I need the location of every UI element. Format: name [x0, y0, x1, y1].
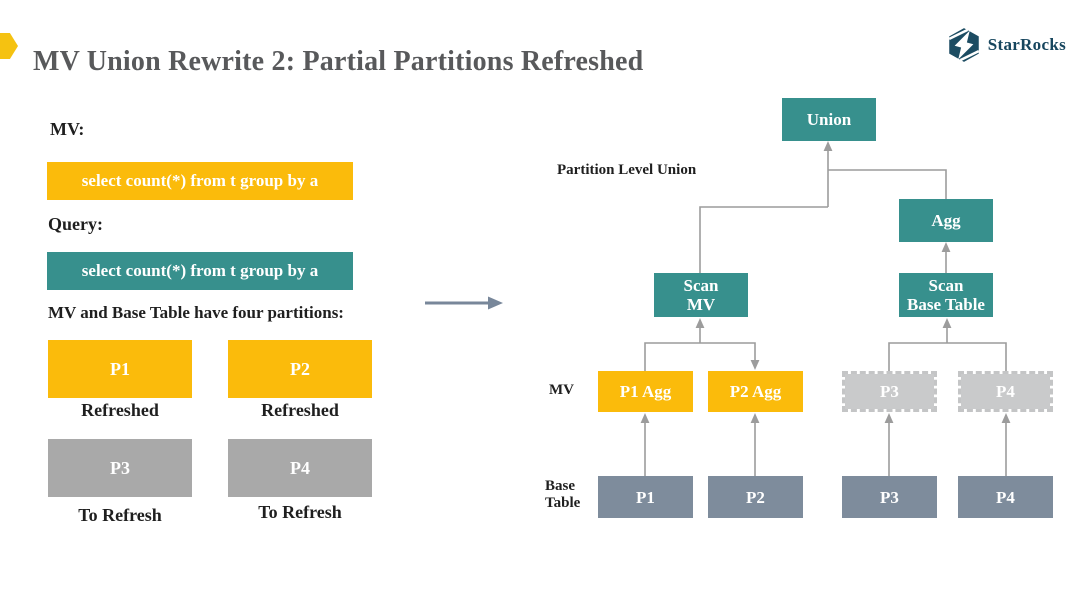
node-scan-mv-line2: MV — [686, 295, 716, 314]
node-union: Union — [782, 98, 876, 141]
partition-status-p3: To Refresh — [78, 505, 162, 525]
partition-status-p4: To Refresh — [258, 502, 342, 522]
brand-name: StarRocks — [987, 35, 1066, 54]
base-table-row-label-line1: Base — [545, 478, 575, 494]
brand-logo: StarRocks — [946, 27, 1066, 63]
mv-sql-box: select count(*) from t group by a — [47, 162, 353, 200]
node-p2-base: P2 — [708, 476, 803, 518]
query-label: Query: — [48, 214, 103, 234]
node-p3-mv: P3 — [842, 371, 937, 412]
node-scan-base-table: Scan Base Table — [899, 273, 993, 317]
mv-label: MV: — [50, 119, 85, 139]
node-p2-agg: P2 Agg — [708, 371, 803, 412]
node-p1-agg: P1 Agg — [598, 371, 693, 412]
node-p1-base: P1 — [598, 476, 693, 518]
node-scan-mv-line1: Scan — [683, 276, 719, 295]
partition-status-p1: Refreshed — [81, 400, 159, 420]
page-title: MV Union Rewrite 2: Partial Partitions R… — [33, 45, 644, 77]
partition-status-p2: Refreshed — [261, 400, 339, 420]
title-bullet-icon — [0, 33, 18, 59]
rewrite-arrow-icon — [425, 296, 503, 310]
node-scan-mv: Scan MV — [654, 273, 748, 317]
partition-tile-p1: P1 — [48, 340, 192, 398]
node-scan-base-table-line1: Scan — [928, 276, 964, 295]
node-p3-base: P3 — [842, 476, 937, 518]
starrocks-logo-icon — [948, 28, 980, 62]
node-agg: Agg — [899, 199, 993, 242]
node-p4-mv: P4 — [958, 371, 1053, 412]
mv-row-label: MV — [549, 382, 574, 398]
base-table-row-label: Base Table — [545, 478, 580, 512]
node-scan-base-table-line2: Base Table — [907, 295, 985, 314]
partition-tile-p2: P2 — [228, 340, 372, 398]
base-table-row-label-line2: Table — [545, 495, 581, 511]
node-p4-base: P4 — [958, 476, 1053, 518]
query-sql-box: select count(*) from t group by a — [47, 252, 353, 290]
partitions-heading: MV and Base Table have four partitions: — [48, 303, 344, 322]
partition-level-union-label: Partition Level Union — [557, 162, 697, 178]
partition-tile-p4: P4 — [228, 439, 372, 497]
partition-tile-p3: P3 — [48, 439, 192, 497]
